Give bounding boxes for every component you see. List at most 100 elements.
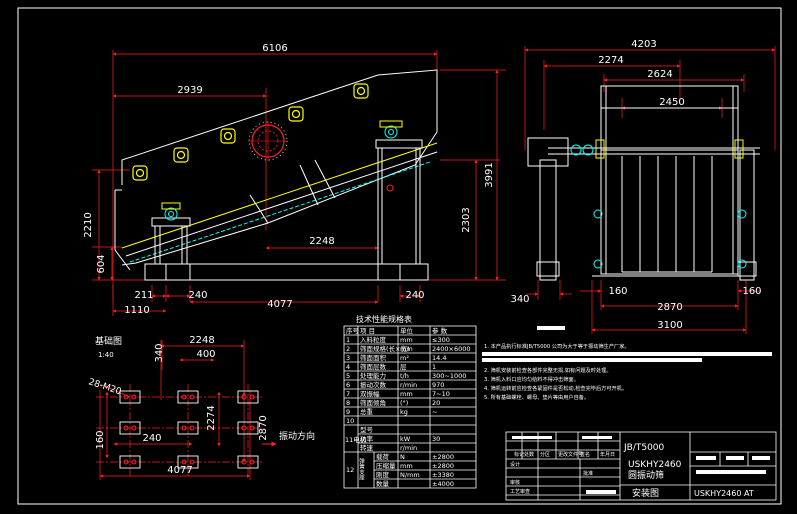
foundation-plan [96,340,277,480]
title-block: 标记 处数 分区 更改文件号 签名 年月日 设计 审核 工艺审查 批准 JB/T… [505,431,777,501]
spec-lower-2-1: N/mm [400,471,420,479]
spec-cell-8-0: 9 [346,408,350,416]
spec-motor-label: 11电机 [345,435,367,444]
tb-hdr-4: 签名 [580,451,590,458]
spec-cell-0-0: 1 [346,336,350,344]
spec-cell-1-2: mm [400,345,413,353]
dim-base-2870: 2870 [258,415,269,440]
note-1: 2. 筛机安装前检查各部件完整无损,如有问题及时处理。 [484,366,612,374]
spec-cell-7-1: 筛面倾角 [360,398,386,407]
side-view [524,46,776,334]
tb-hdr-2: 分区 [540,451,550,458]
dim-2210: 2210 [83,212,94,237]
spec-cell-5-3: 970 [432,381,444,389]
spec-cell-4-1: 处理能力 [360,371,386,380]
dim-604: 604 [96,254,107,273]
dim-2303: 2303 [461,207,472,232]
spec-cell-2-3: 14.4 [432,354,446,362]
spec-cell-4-0: 5 [346,372,350,380]
spec-cell-2-0: 3 [346,354,350,362]
spec-lower-3-2: ±4000 [432,480,454,488]
dim-3100: 3100 [657,320,682,331]
dim-2870: 2870 [657,302,682,313]
spec-cell-1-3: 2400×6000 [432,345,471,353]
dim-4203: 4203 [631,39,656,50]
spec-motor-1-2: 30 [432,435,440,443]
spec-cell-7-2: (°) [400,399,408,407]
dim-base-400: 400 [196,349,215,360]
spec-cell-4-3: 300~1000 [432,372,466,380]
spec-motor-1-0: 功率 [360,434,374,443]
exciter-icon [248,121,288,161]
dim-base-2248: 2248 [189,335,214,346]
spec-lower-2-0: 刚度 [376,470,390,479]
note-4: 5. 所有基础螺栓、螺母、垫片等由用户自备。 [484,393,589,401]
tb-standard: JB/T5000 [623,443,665,453]
dim-2624: 2624 [647,69,672,80]
front-view [92,50,506,316]
spec-cell-6-0: 7 [346,390,350,398]
spec-lower-3-0: 数量 [376,479,390,488]
spec-cell-5-0: 6 [346,381,350,389]
spec-header-2: 单位 [400,326,414,335]
tb-hdr-3: 更改文件号 [558,451,583,458]
dim-base-240: 240 [142,433,161,444]
tb-name: 圆振动筛 [628,469,664,481]
dim-base-4077: 4077 [167,465,192,476]
dim-base-340: 340 [154,343,165,362]
spec-cell-3-0: 4 [346,363,350,371]
spec-motor-0-0: 型号 [360,425,374,434]
tb-process: 工艺审查 [510,488,530,495]
spec-cell-6-1: 双振幅 [360,389,380,398]
dim-160-right: 160 [742,286,761,297]
dim-base-2274: 2274 [206,405,217,430]
spec-cell-8-1: 总重 [360,407,374,416]
spec-lower-no: 12 [346,466,354,474]
tb-design: 设计 [510,461,520,468]
spec-cell-3-2: 层 [400,363,407,371]
spec-cell-3-3: 1 [432,363,436,371]
front-dimensions: 6106 2939 2210 604 2248 2303 3991 211 24… [83,43,495,316]
technical-notes: 1. 本产品执行标准JB/T5000 公司为大于等于振动筛生产厂家。 2. 筛机安… [482,326,772,401]
spec-cell-7-0: 8 [346,399,350,407]
spec-motor-2-1: r/min [400,444,417,452]
foundation-text: 基础图 1:40 2248 400 340 2274 2870 240 160 … [87,335,315,476]
dim-1110: 1110 [124,305,149,316]
spec-cell-2-1: 筛面面积 [360,353,387,362]
spec-cell-1-0: 2 [346,345,350,353]
spec-cell-6-2: mm [400,390,413,398]
spec-cell-5-1: 振动次数 [360,380,387,389]
note-2: 3. 筛机入料口应均匀给料不得冲击筛面。 [484,375,579,383]
tb-check: 审核 [510,479,520,486]
spec-cell-4-2: t/h [400,372,409,380]
dim-2248: 2248 [309,236,334,247]
spec-cell-0-1: 入料粒度 [360,335,387,344]
spec-lower-1-1: mm [400,462,413,470]
spec-motor-group: 电机 [353,435,367,444]
dim-340: 340 [510,294,529,305]
note-0: 1. 本产品执行标准JB/T5000 公司为大于等于振动筛生产厂家。 [484,342,630,350]
foundation-title: 基础图 [95,335,122,347]
note-3: 4. 筛机运转前应检查各紧固件是否松动,检查完毕后方可开机。 [484,384,627,392]
spec-lower-1-0: 压缩量 [376,461,396,470]
dim-base-160: 160 [95,430,106,449]
spec-cell-1-1: 筛面规格(长×宽) [360,344,410,353]
spec-cell-9-0: 10 [346,417,354,425]
spec-lower-2-2: ±3380 [432,471,454,479]
dim-6106: 6106 [262,43,287,54]
vibration-direction: 振动方向 [279,430,315,442]
spec-cell-0-3: ≤300 [432,336,450,344]
spec-header-3: 参 数 [432,326,448,335]
dim-4077: 4077 [267,299,292,310]
spec-cell-8-2: kg [400,408,408,416]
spec-lower-0-0: 载荷 [376,452,390,461]
dim-211: 211 [134,290,153,301]
spec-header-0: 序号 [346,326,360,335]
tb-hdr-0: 标记 [514,451,524,458]
spec-header-1: 项 目 [360,327,375,335]
bolt-spec: 28-M20 [87,377,123,397]
spec-motor-1-1: kW [400,435,411,443]
spec-cell-2-2: m² [400,354,409,362]
dim-2274: 2274 [598,55,623,66]
